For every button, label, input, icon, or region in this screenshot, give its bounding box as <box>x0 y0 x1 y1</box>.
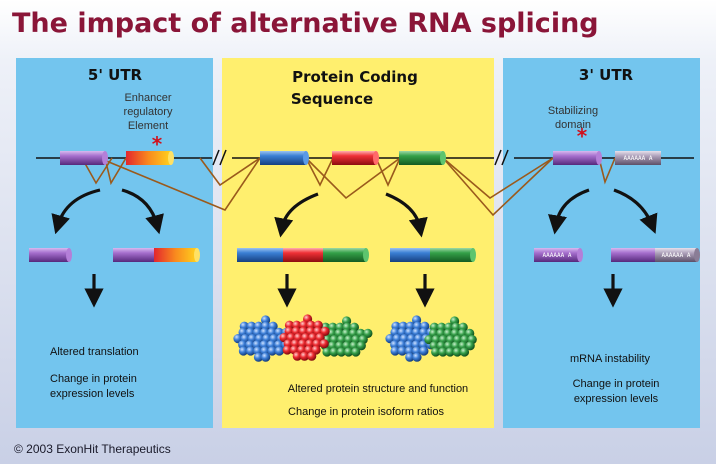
mrna-3utr-short <box>534 248 580 262</box>
mrna-coding-blue <box>237 248 283 262</box>
mrna-5utr-purple-enhancer <box>113 248 154 262</box>
enhancer-label-line1: Enhancer <box>124 92 171 104</box>
utr5-header: 5' UTR <box>88 66 143 84</box>
exon-cap <box>577 248 583 262</box>
mrna-coding2-green <box>430 248 473 262</box>
exon-cap <box>303 151 309 165</box>
down-arrow-icons <box>84 274 623 308</box>
splice-connectors <box>81 157 616 217</box>
enhancer-marker-icon: * <box>152 132 163 156</box>
protein-blob-green <box>424 316 477 357</box>
exon-cap <box>66 248 72 262</box>
enhancer-label-line2: regulatory <box>124 106 173 118</box>
exon-enhancer <box>126 151 171 165</box>
utr3-panel <box>503 58 700 428</box>
break-mark-icon <box>494 149 509 166</box>
exon-cap <box>102 151 108 165</box>
mrna-5utr-enhancer <box>154 248 197 262</box>
polya-label: AAAAAA A <box>662 252 691 259</box>
coding-header-line2: Sequence <box>291 90 373 108</box>
mrna-coding2-blue <box>390 248 430 262</box>
utr3-effect-3: expression levels <box>574 393 659 405</box>
mrna-3utr-long-tail <box>655 248 697 262</box>
mrna-3utr-long-purple <box>611 248 655 262</box>
utr5-panel <box>16 58 213 428</box>
mrna-5utr-purple <box>29 248 69 262</box>
coding-header-line1: Protein Coding <box>292 68 418 86</box>
stabilizing-label-line1: Stabilizing <box>548 105 598 117</box>
exon-cap <box>363 248 369 262</box>
utr3-effect-1: mRNA instability <box>570 353 651 365</box>
exon-purple-5utr <box>60 151 105 165</box>
exon-cap <box>194 248 200 262</box>
utr5-effect-2: Change in protein <box>50 373 137 385</box>
exon-cap <box>440 151 446 165</box>
page-title: The impact of alternative RNA splicing <box>12 8 599 39</box>
break-mark-icon <box>212 149 227 166</box>
coding-effect-1: Altered protein structure and function <box>288 383 468 395</box>
utr3-header: 3' UTR <box>579 66 634 84</box>
utr3-effect-2: Change in protein <box>573 378 660 390</box>
exon-cap <box>168 151 174 165</box>
exon-cap <box>373 151 379 165</box>
polya-label: AAAAAA A <box>624 155 653 162</box>
protein-clusters <box>233 314 477 362</box>
exon-cap <box>694 248 700 262</box>
protein-blob-red <box>279 314 330 361</box>
enhancer-label-line3: Element <box>128 120 168 132</box>
protein-blob-green <box>315 316 373 357</box>
polya-tail <box>615 151 661 165</box>
copyright-text: © 2003 ExonHit Therapeutics <box>14 442 171 456</box>
coding-panel <box>222 58 494 428</box>
mrna-coding-red <box>283 248 323 262</box>
utr5-effect-3: expression levels <box>50 388 135 400</box>
polya-label: AAAAAA A <box>543 252 572 259</box>
utr5-effect-1: Altered translation <box>50 346 139 358</box>
exon-green <box>399 151 443 165</box>
stabilizing-label-line2: domain <box>555 119 591 131</box>
exon-blue <box>260 151 306 165</box>
exon-red <box>332 151 376 165</box>
stabilizing-marker-icon: * <box>577 124 588 148</box>
mrna-coding-green <box>323 248 366 262</box>
exon-cap <box>470 248 476 262</box>
exon-purple-3utr <box>553 151 599 165</box>
curved-arrow-icons <box>51 188 658 238</box>
coding-effect-2: Change in protein isoform ratios <box>288 406 444 418</box>
exon-cap <box>596 151 602 165</box>
